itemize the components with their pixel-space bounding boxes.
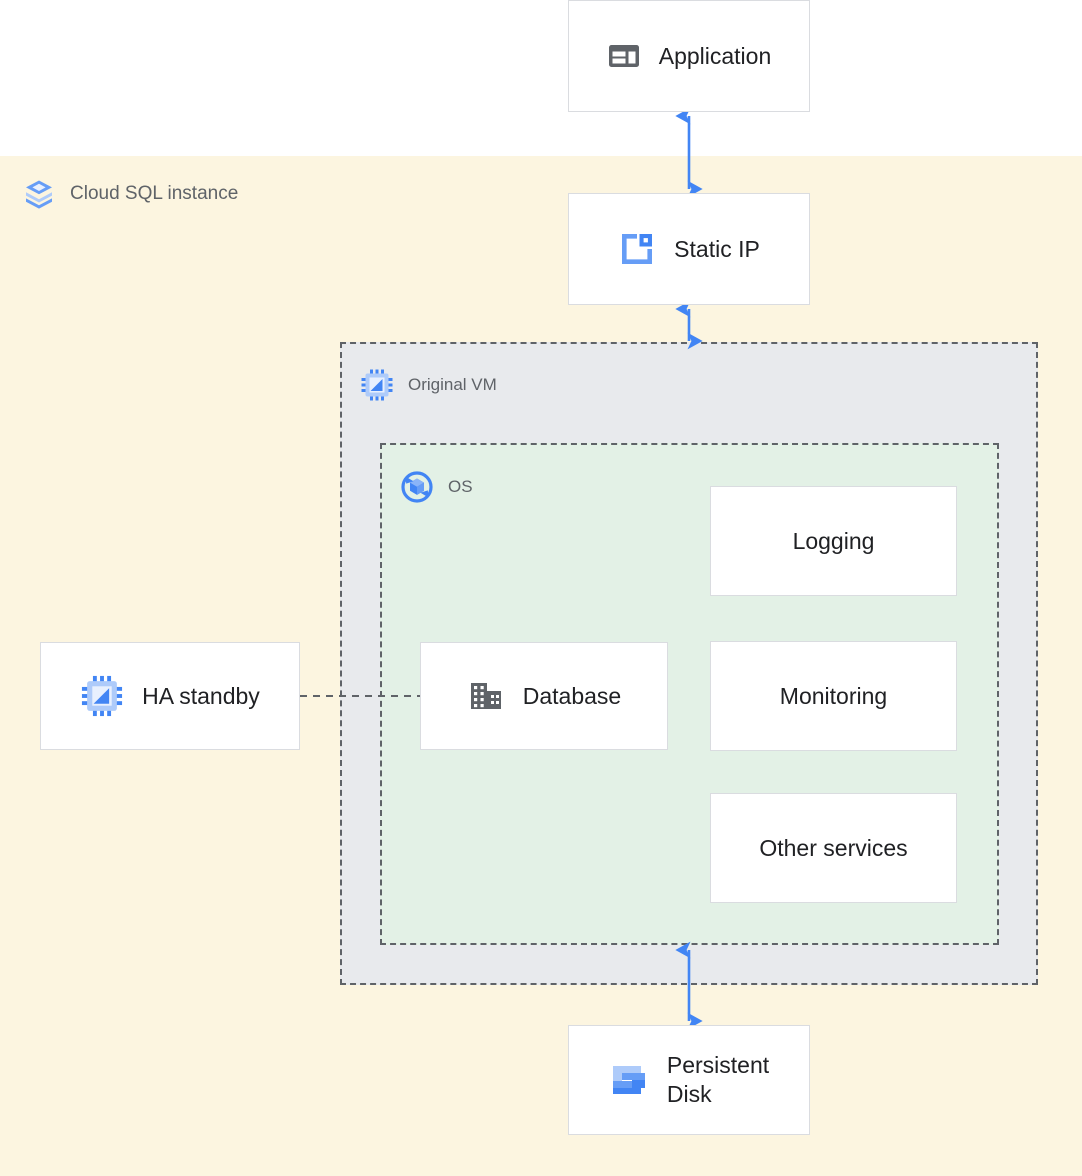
- region-label-original-vm: Original VM: [360, 368, 497, 402]
- node-application[interactable]: Application: [568, 0, 810, 112]
- node-label: Persistent Disk: [666, 1051, 770, 1107]
- node-static-ip[interactable]: Static IP: [568, 193, 810, 305]
- node-persistent-disk[interactable]: Persistent Disk: [568, 1025, 810, 1135]
- vm-cpu-chip-icon: [80, 674, 124, 718]
- region-label-text: OS: [448, 477, 473, 496]
- region-label-text: Cloud SQL instance: [70, 183, 239, 204]
- application-window-icon: [607, 39, 641, 73]
- cloud-sql-stacked-layers-icon: [22, 177, 56, 211]
- node-label: Logging: [792, 527, 875, 554]
- node-database[interactable]: Database: [420, 642, 668, 750]
- node-monitoring[interactable]: Monitoring: [710, 641, 957, 751]
- region-label-cloud-sql-instance: Cloud SQL instance: [22, 177, 238, 211]
- node-other-services[interactable]: Other services: [710, 793, 957, 903]
- node-label: Static IP: [674, 235, 760, 262]
- vm-cpu-chip-icon: [360, 368, 394, 402]
- region-label-text: Original VM: [408, 375, 497, 394]
- node-logging[interactable]: Logging: [710, 486, 957, 596]
- os-circle-cube-icon: [400, 470, 434, 504]
- node-label: Application: [658, 42, 772, 69]
- persistent-disk-steps-icon: [609, 1060, 649, 1100]
- database-building-icon: [467, 677, 505, 715]
- node-ha-standby[interactable]: HA standby: [40, 642, 300, 750]
- node-label: Database: [522, 682, 622, 709]
- node-label: Monitoring: [779, 682, 888, 709]
- node-label: HA standby: [142, 682, 260, 709]
- node-label: Other services: [759, 834, 908, 861]
- static-ip-bracket-icon: [618, 230, 656, 268]
- region-label-os: OS: [400, 470, 473, 504]
